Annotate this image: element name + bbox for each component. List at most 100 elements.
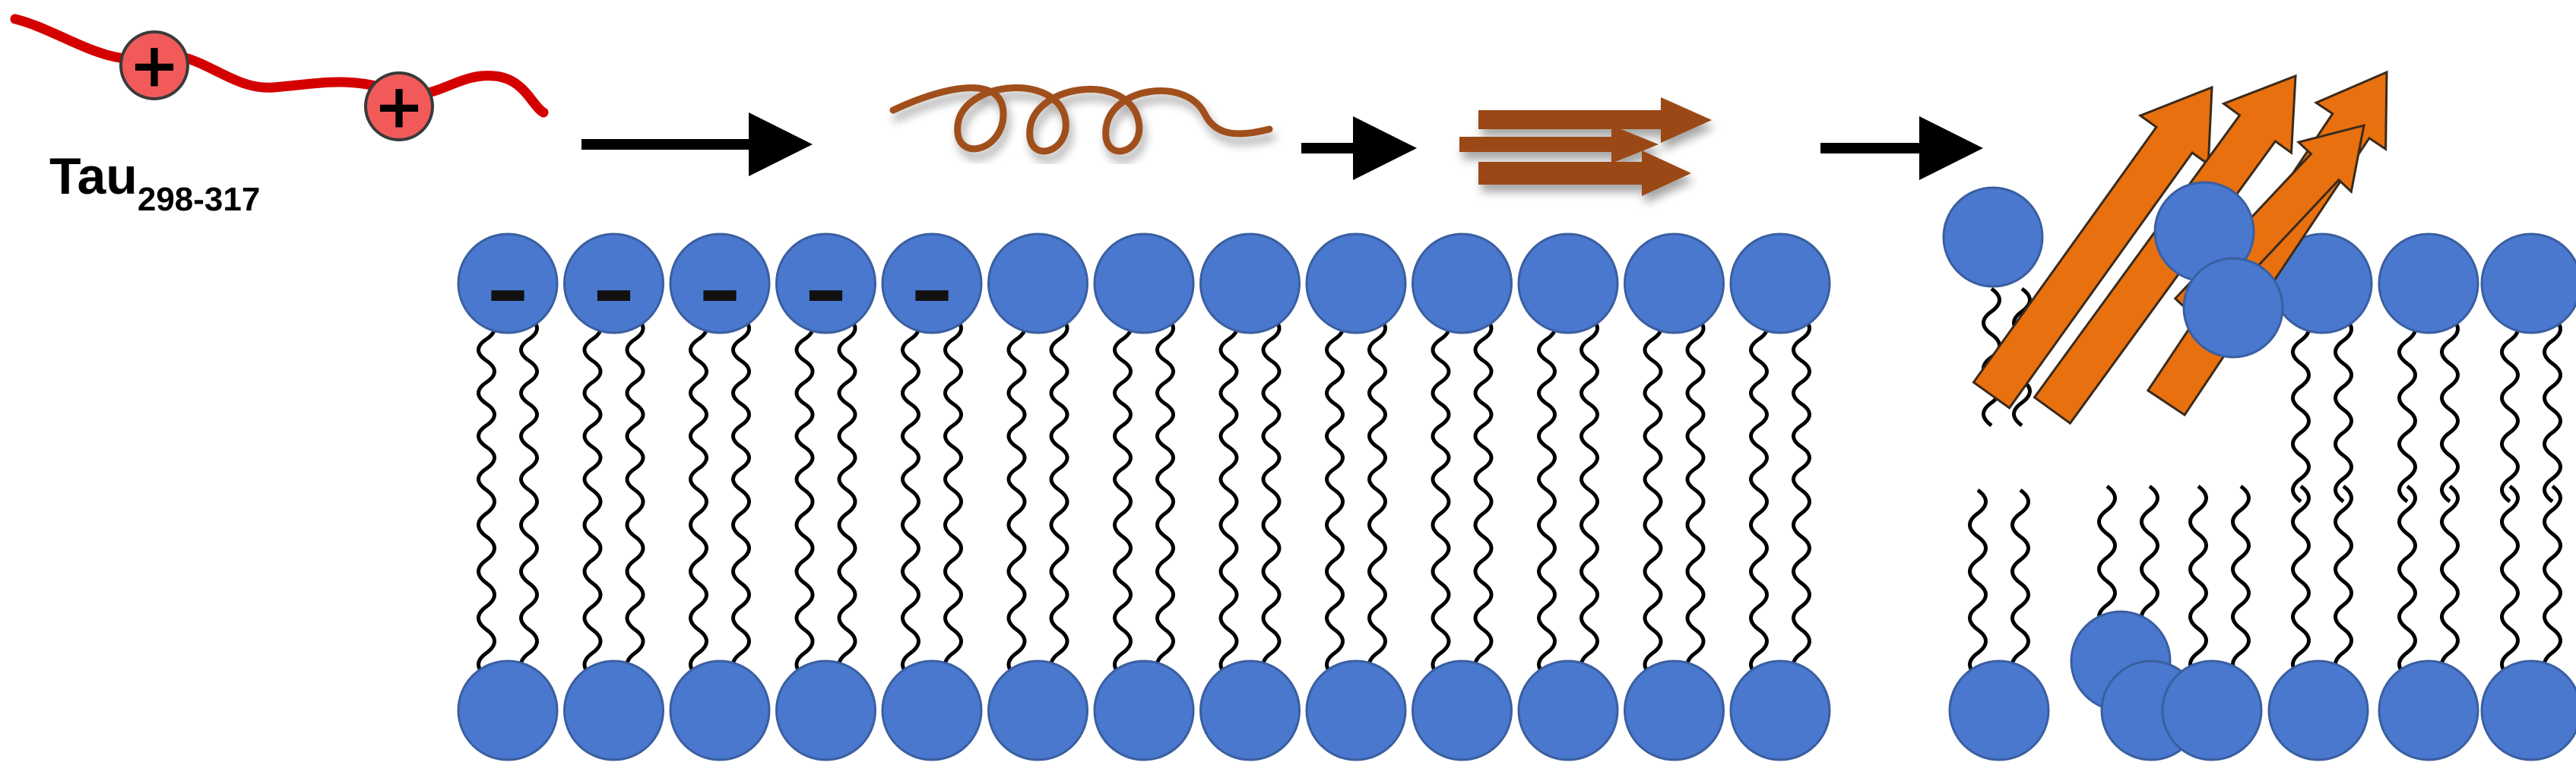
lipid-tail <box>2500 484 2520 678</box>
lipid-tail <box>1218 315 1239 492</box>
negative-charge-symbol: – <box>487 241 529 338</box>
peptide-label: Tau298-317 <box>49 147 260 218</box>
lipid-headgroup <box>1942 186 2044 288</box>
lipid-headgroup <box>1412 232 1513 334</box>
lipid-headgroup <box>1199 232 1301 334</box>
lipid-headgroups <box>457 232 2576 761</box>
lipid-tail <box>837 315 857 492</box>
lipid-tail <box>943 315 963 492</box>
peptide-label-subscript: 298-317 <box>138 181 260 218</box>
lipid-tail <box>1643 315 1663 492</box>
lipid-tail <box>2334 315 2353 504</box>
lipid-tail <box>519 488 539 679</box>
lipid-headgroup <box>1305 232 1407 334</box>
lipid-tail <box>2188 484 2208 678</box>
lipid-tail <box>1792 488 1811 679</box>
lipid-tail <box>625 315 645 492</box>
lipid-headgroup <box>881 660 983 761</box>
positive-charge-symbol: + <box>128 30 179 101</box>
lipid-tail <box>794 488 815 679</box>
lipid-tail <box>2291 484 2311 678</box>
lipid-tail <box>1367 488 1387 679</box>
lipid-headgroup <box>457 232 559 334</box>
lipid-headgroup <box>1517 232 1619 334</box>
lipid-headgroup <box>1093 232 1195 334</box>
displaced-headgroups <box>1942 181 2284 359</box>
lipid-tail <box>1685 315 1706 492</box>
lipid-tail <box>1685 488 1706 679</box>
lipid-tail <box>2440 484 2460 678</box>
lipid-headgroup <box>2161 660 2263 761</box>
lipid-tails <box>477 286 2562 679</box>
lipid-tail <box>1113 488 1133 679</box>
beta-strand-icon <box>1459 97 1712 196</box>
lipid-headgroup <box>1199 660 1301 761</box>
lipid-tail <box>1006 315 1027 492</box>
lipid-tail <box>2543 484 2562 678</box>
lipid-headgroup <box>669 232 771 334</box>
lipid-tail <box>1049 488 1069 679</box>
lipid-tail <box>794 315 815 492</box>
lipid-headgroup <box>881 232 983 334</box>
lipid-headgroup <box>1729 232 1831 334</box>
lipid-tail <box>1155 488 1175 679</box>
lipid-tail <box>1431 315 1451 492</box>
lipid-tail <box>2291 315 2311 504</box>
lipid-tail <box>2397 315 2417 504</box>
lipid-tail <box>1218 488 1239 679</box>
lipid-headgroup <box>1093 660 1195 761</box>
lipid-tail <box>689 488 708 679</box>
lipid-headgroup <box>563 232 664 334</box>
lipid-tail <box>2440 315 2460 504</box>
positive-charge-1: + <box>119 30 189 101</box>
positive-charge-circle <box>119 30 189 100</box>
lipid-tail <box>582 315 603 492</box>
lipid-tail <box>901 488 920 679</box>
lipid-tail <box>1537 488 1557 679</box>
beta-strand-1 <box>1478 97 1712 143</box>
lipid-tail <box>1792 315 1811 492</box>
lipid-tail <box>1431 488 1451 679</box>
lipid-headgroup <box>987 660 1088 761</box>
lipid-tail <box>1473 315 1494 492</box>
positive-charge-symbol: + <box>373 71 424 142</box>
lipid-tail <box>1325 488 1345 679</box>
lipid-tail <box>943 488 963 679</box>
lipid-tail <box>731 315 751 492</box>
alpha-helix-coil <box>889 84 1273 155</box>
negative-charge-symbol: – <box>911 241 953 338</box>
lipid-headgroup <box>2267 660 2369 761</box>
lipid-tail <box>1749 315 1769 492</box>
beta-strand-2 <box>1459 125 1659 163</box>
lipid-headgroup <box>457 660 559 761</box>
lipid-headgroup <box>1624 660 1725 761</box>
lipid-headgroup <box>775 660 876 761</box>
lipid-tail <box>477 488 496 679</box>
lipid-headgroup <box>1305 660 1407 761</box>
lipid-headgroup <box>563 660 664 761</box>
lipid-headgroup <box>1729 660 1831 761</box>
beta-strand-3 <box>1478 150 1691 196</box>
positive-charge-circle <box>364 71 434 141</box>
lipid-tail <box>2397 484 2417 678</box>
lipid-tail <box>1537 315 1557 492</box>
lipid-tail <box>1473 488 1494 679</box>
lipid-tail <box>1968 488 1988 679</box>
lipid-tail <box>731 488 751 679</box>
lipid-headgroup <box>775 232 876 334</box>
lipid-tail <box>1261 488 1282 679</box>
negative-charge-symbol: – <box>699 241 741 338</box>
lipid-headgroup <box>1948 660 2050 761</box>
negative-charge-symbol: – <box>593 241 635 338</box>
lipid-tail <box>2500 315 2520 504</box>
lipid-tail <box>582 488 603 679</box>
lipid-tail <box>1580 488 1599 679</box>
lipid-headgroup <box>1412 660 1513 761</box>
negative-charges: ––––– <box>487 241 953 338</box>
helix-icon <box>889 84 1273 155</box>
lipid-headgroup <box>2182 257 2284 359</box>
lipid-tail <box>2231 484 2251 678</box>
lipid-headgroup <box>669 660 771 761</box>
fibril-strand <box>1972 85 2213 410</box>
lipid-tail <box>1325 315 1345 492</box>
